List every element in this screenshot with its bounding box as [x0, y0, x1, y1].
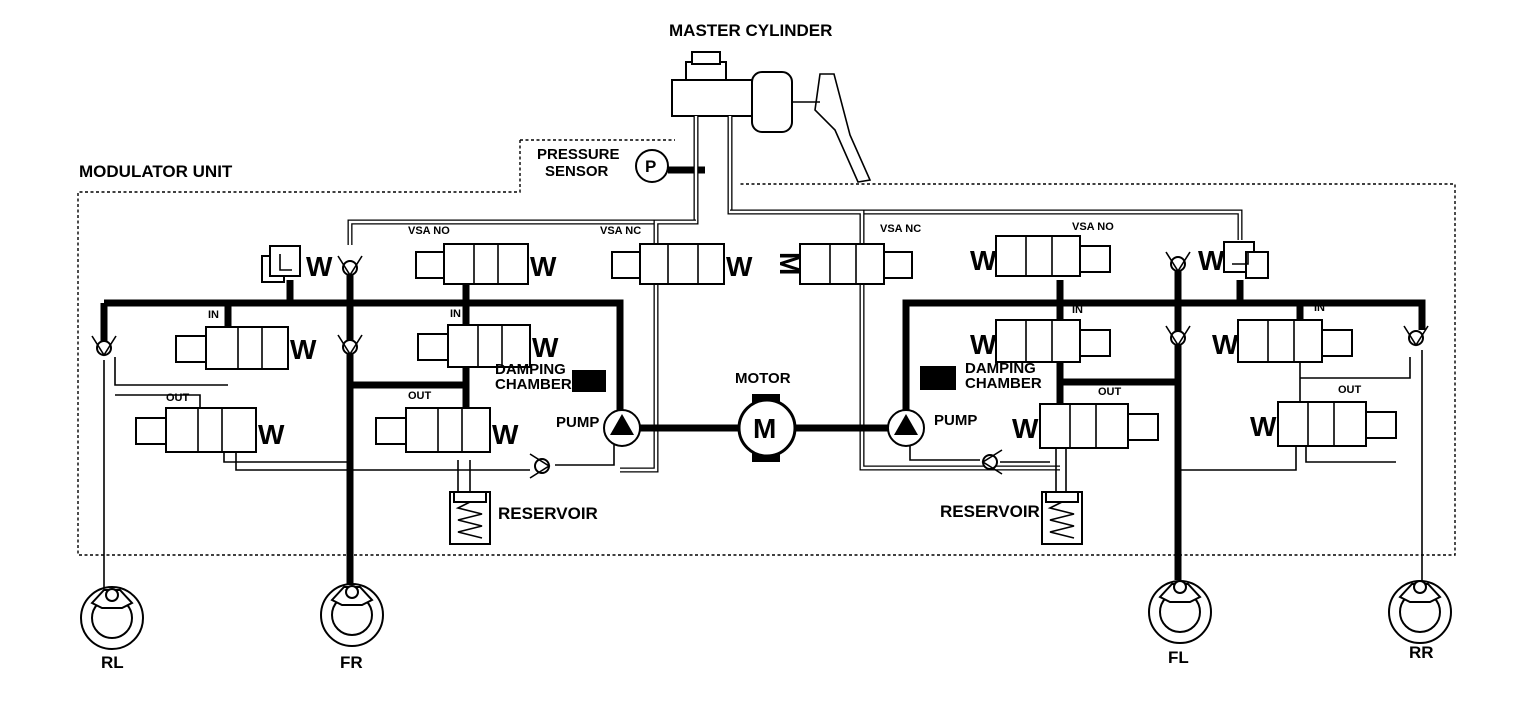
spring-icon: W [970, 329, 997, 360]
spring-icon: W [1212, 329, 1239, 360]
spring-icon: W [1250, 411, 1277, 442]
spring-icon: W [1198, 245, 1225, 276]
motor: M [737, 394, 797, 462]
pressure-sensor-label-2: SENSOR [545, 163, 609, 180]
outlet-rl-label: OUT [166, 392, 190, 404]
spring-icon: W [532, 332, 559, 363]
inlet-valve-fl [995, 319, 1111, 363]
inlet-rr-label: IN [1314, 302, 1325, 314]
damping-chamber-right-label-1: DAMPING [965, 360, 1036, 377]
wheel-fr-label: FR [340, 653, 363, 672]
spring-symbols: W W W W W W W M W W W W W W [258, 245, 1277, 450]
spring-icon: W [970, 245, 997, 276]
damping-chamber-right [920, 366, 956, 390]
outlet-fr-label: OUT [408, 390, 432, 402]
damping-chamber-left [572, 370, 606, 392]
reservoir-left [449, 491, 491, 545]
spring-icon: W [492, 419, 519, 450]
reservoir-right [1041, 491, 1083, 545]
motor-symbol: M [753, 413, 776, 444]
master-cylinder-label: MASTER CYLINDER [669, 21, 832, 40]
reservoir-right-label: RESERVOIR [940, 502, 1040, 521]
check-valve-rr [1403, 325, 1429, 347]
inlet-valve-rl [175, 326, 289, 370]
pump-right-label: PUMP [934, 412, 977, 429]
pressure-sensor: P [635, 149, 705, 183]
inlet-fl-label: IN [1072, 304, 1083, 316]
wheel-brake-rr [1388, 580, 1452, 644]
vsa-no-valve-left [415, 243, 529, 285]
vsa-nc-valve-left [611, 243, 725, 285]
inlet-rl-label: IN [208, 309, 219, 321]
inlet-valve-fr [417, 324, 531, 368]
motor-label: MOTOR [735, 370, 791, 387]
spring-icon: W [290, 334, 317, 365]
vsa-nc-valve-right [799, 243, 913, 285]
wheel-brake-fl [1148, 580, 1212, 644]
pressure-sensor-label-1: PRESSURE [537, 146, 620, 163]
modulator-unit-boundary [77, 139, 1456, 556]
outlet-valve-rl [135, 407, 257, 453]
vsa-nc-right-label: VSA NC [880, 223, 921, 235]
spring-icon: W [258, 419, 285, 450]
spring-icon: M [774, 252, 805, 275]
inlet-valve-rr [1237, 319, 1353, 363]
wheel-fl-label: FL [1168, 648, 1189, 667]
check-valve-pump-right [981, 449, 1003, 475]
vsa-no-left-label: VSA NO [408, 225, 450, 237]
master-supply-lines [347, 116, 1243, 473]
relief-valve-right [1223, 241, 1269, 279]
spring-icon: W [1012, 413, 1039, 444]
outlet-valve-fl [1039, 403, 1159, 449]
spring-icon: W [530, 251, 557, 282]
outlet-fl-label: OUT [1098, 386, 1122, 398]
pressure-sensor-symbol: P [645, 157, 656, 176]
check-valve-fl-upper [1165, 251, 1191, 273]
relief-valve-left [261, 245, 301, 283]
master-cylinder [671, 51, 872, 183]
outlet-valve-fr [375, 407, 491, 453]
pump-right [887, 409, 925, 447]
vsa-nc-left-label: VSA NC [600, 225, 641, 237]
damping-chamber-left-label-2: CHAMBER [495, 376, 572, 393]
spring-icon: W [306, 251, 333, 282]
vsa-no-right-label: VSA NO [1072, 221, 1114, 233]
damping-chamber-right-label-2: CHAMBER [965, 375, 1042, 392]
check-valve-pump-left [529, 453, 551, 479]
check-valve-fl-lower [1165, 325, 1191, 347]
pump-left-label: PUMP [556, 414, 599, 431]
modulator-unit-label: MODULATOR UNIT [79, 162, 233, 181]
pump-left [603, 409, 641, 447]
inlet-fr-label: IN [450, 308, 461, 320]
check-valve-fr-upper [337, 255, 363, 277]
wheel-rr-label: RR [1409, 643, 1434, 662]
spring-icon: W [726, 251, 753, 282]
wheel-brake-fr [320, 583, 384, 647]
wheel-brake-rl [80, 586, 144, 650]
thin-return-lines-left [103, 357, 615, 590]
check-valve-rl [91, 335, 117, 357]
outlet-valve-rr [1277, 401, 1397, 447]
vsa-no-valve-right [995, 235, 1111, 277]
damping-chamber-left-label-1: DAMPING [495, 361, 566, 378]
wheel-rl-label: RL [101, 653, 124, 672]
outlet-rr-label: OUT [1338, 384, 1362, 396]
check-valve-fr-lower [337, 334, 363, 356]
reservoir-left-label: RESERVOIR [498, 504, 598, 523]
thin-return-lines-right [909, 350, 1423, 590]
